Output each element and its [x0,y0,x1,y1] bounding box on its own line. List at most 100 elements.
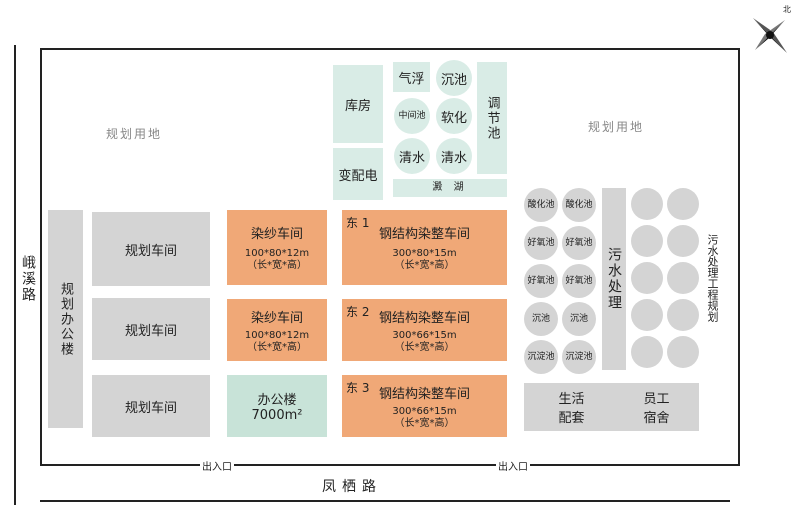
pool-label: 软化 [440,110,467,126]
office-area: 7000m² [251,408,303,423]
ww-pool-label: 酸化池 [527,200,555,210]
planned-ww-pool [667,299,699,331]
dyeing-workshop-name: 染纱车间 [250,227,303,242]
warehouse: 库房 [333,65,383,143]
substation: 变配电 [333,148,383,200]
planned-workshop-label: 规划车间 [124,243,177,259]
steel-workshop-unit: （长*宽*高） [394,260,455,271]
ww-pool-label: 沉淀池 [565,352,593,362]
ww-pool-label: 好氧池 [565,276,593,286]
planned-ww-pool [631,299,663,331]
planned-ww-pool [667,225,699,257]
living-facilities: 生活 配套 员工 宿舍 [524,383,699,431]
planned-ww-pool [631,225,663,257]
dyeing-workshop-size: 100*80*12m [244,329,310,341]
ww-pool-aerobic-4: 好氧池 [562,264,596,298]
staff-dorm-label: 员工 宿舍 [643,392,670,426]
planned-ww-pool [631,336,663,368]
steel-workshop-unit: （长*宽*高） [394,341,455,353]
wastewater-treatment-label: 污水处理 [606,247,622,311]
ww-pool-label: 好氧池 [527,276,555,286]
ww-pool-label: 沉池 [531,314,550,324]
ww-pool-sed-2: 沉池 [562,302,596,336]
gate-west: 出入口 [200,458,234,473]
steel-workshop-2: 东 2 钢结构染整车间 300*66*15m （长*宽*高） [342,299,507,361]
compass-icon [753,18,787,53]
steel-workshop-size: 300*66*15m [392,329,457,341]
steel-workshop-size: 300*80*15m [392,248,457,259]
steel-workshop-unit: （长*宽*高） [394,417,455,429]
dyeing-workshop-size: 100*80*12m [244,248,310,259]
steel-workshop-tag: 东 2 [346,305,370,319]
planned-office-building: 规划办公楼 [48,210,83,428]
planned-land-east: 规划用地 [588,120,645,134]
ww-pool-label: 沉池 [569,314,588,324]
planned-office-label: 规划办公楼 [58,281,73,357]
ww-pool-aerobic-2: 好氧池 [562,226,596,260]
dyeing-workshop-unit: （长*宽*高） [247,260,307,271]
planned-ww-pool [631,262,663,294]
planned-workshop-2: 规划车间 [92,298,210,360]
wastewater-treatment: 污水处理 [602,188,626,370]
planned-ww-pool [667,336,699,368]
steel-workshop-tag: 东 1 [346,216,370,230]
pool-clear-water-1: 清水 [394,138,430,174]
site-boundary-left [40,48,42,466]
pool-label: 沉池 [440,72,467,88]
ww-pool-settling-1: 沉淀池 [524,340,558,374]
pool-sedimentation: 沉池 [436,60,472,96]
living-facilities-label: 生活 配套 [558,392,585,426]
ww-pool-aerobic-3: 好氧池 [524,264,558,298]
steel-workshop-name: 钢结构染整车间 [378,310,470,326]
dyeing-workshop-name: 染纱车间 [250,310,303,326]
regulating-pool-label: 调节池 [484,95,500,141]
planned-workshop-3: 规划车间 [92,375,210,437]
ww-pool-aerobic-1: 好氧池 [524,226,558,260]
steel-workshop-3: 东 3 钢结构染整车间 300*66*15m （长*宽*高） [342,375,507,437]
ww-pool-label: 沉淀池 [527,352,555,362]
site-boundary-bottom [40,464,740,466]
dyeing-workshop-1: 染纱车间 100*80*12m （长*宽*高） [227,210,327,285]
regulating-pool: 调节池 [477,62,507,174]
site-boundary-right [738,48,740,466]
office-name: 办公楼 [257,393,297,408]
pool-label: 清水 [440,150,467,166]
ww-pool-sed-1: 沉池 [524,302,558,336]
ww-pool-label: 酸化池 [565,200,593,210]
pool-label: 气浮 [398,71,425,87]
south-road-line [40,500,730,502]
planned-ww-pool [631,188,663,220]
pool-intermediate: 中间池 [394,98,430,134]
steel-workshop-size: 300*66*15m [392,405,457,417]
steel-workshop-name: 钢结构染整车间 [378,386,470,402]
ww-pool-acidification-2: 酸化池 [562,188,596,222]
utility-bottom-bar-label: 澱 湖 [432,182,468,193]
planned-ww-label: 污水处理工程规划 [706,234,719,322]
ww-pool-label: 好氧池 [527,238,555,248]
ww-pool-label: 好氧池 [565,238,593,248]
planned-workshop-label: 规划车间 [124,400,177,416]
pool-clear-water-2: 清水 [436,138,472,174]
steel-workshop-name: 钢结构染整车间 [378,227,470,242]
planned-workshop-1: 规划车间 [92,212,210,286]
south-road-label: 凤栖路 [322,479,382,495]
planned-ww-pool [667,188,699,220]
dyeing-workshop-unit: （长*宽*高） [247,341,307,353]
substation-label: 变配电 [338,168,378,184]
steel-workshop-tag: 东 3 [346,381,370,395]
planned-workshop-label: 规划车间 [124,323,177,339]
dyeing-workshop-2: 染纱车间 100*80*12m （长*宽*高） [227,299,327,361]
steel-workshop-1: 东 1 钢结构染整车间 300*80*15m （长*宽*高） [342,210,507,285]
ww-pool-acidification-1: 酸化池 [524,188,558,222]
pool-air-float: 气浮 [393,62,430,92]
planned-ww-pool [667,262,699,294]
west-road-label: 峨溪路 [20,255,36,303]
warehouse-label: 库房 [344,98,371,114]
pool-label: 中间池 [398,111,426,121]
utility-bottom-bar: 澱 湖 [393,179,507,197]
gate-east: 出入口 [496,458,530,473]
compass-label: 北 [783,5,791,14]
pool-softening: 软化 [436,98,472,134]
ww-pool-settling-2: 沉淀池 [562,340,596,374]
planned-land-west: 规划用地 [106,127,163,141]
